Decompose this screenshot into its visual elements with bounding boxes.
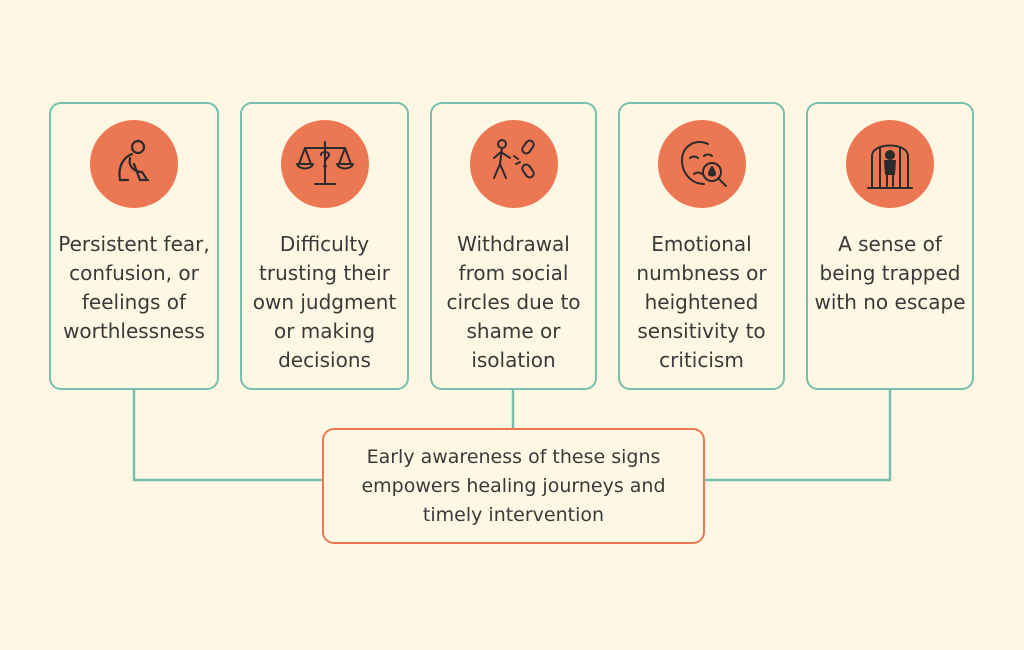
person-in-cage-icon — [867, 144, 913, 189]
scales-question-icon — [295, 141, 354, 185]
sign-card-trapped: A sense of being trapped with no escape — [806, 102, 974, 390]
sign-card-numbness: Emotional numbness or heightened sensiti… — [618, 102, 785, 390]
sign-card-text: Difficulty trusting their own judgment o… — [252, 232, 397, 372]
connector-left — [132, 390, 322, 482]
sign-card-fear: Persistent fear, confusion, or feelings … — [49, 102, 219, 390]
summary-text: Early awareness of these signs empowers … — [361, 445, 666, 526]
sign-icon-badge — [469, 120, 558, 208]
sign-card-trust: Difficulty trusting their own judgment o… — [240, 102, 409, 390]
sign-icon-badge — [90, 120, 178, 208]
sign-card-text: Withdrawal from social circles due to sh… — [446, 232, 581, 372]
connector-right — [705, 390, 892, 482]
sign-icon-badge — [657, 120, 746, 208]
sign-card-text: A sense of being trapped with no escape — [814, 232, 966, 314]
summary-box: Early awareness of these signs empowers … — [322, 428, 705, 544]
walking-away-broken-chain-icon — [492, 139, 535, 179]
sign-icon-badge — [280, 120, 369, 208]
face-tear-magnifier-icon — [680, 141, 727, 187]
sign-card-text: Emotional numbness or heightened sensiti… — [636, 232, 767, 372]
sign-card-withdrawal: Withdrawal from social circles due to sh… — [430, 102, 597, 390]
sitting-person-icon — [118, 139, 150, 182]
sign-card-text: Persistent fear, confusion, or feelings … — [58, 232, 210, 343]
sign-icon-badge — [846, 120, 934, 208]
